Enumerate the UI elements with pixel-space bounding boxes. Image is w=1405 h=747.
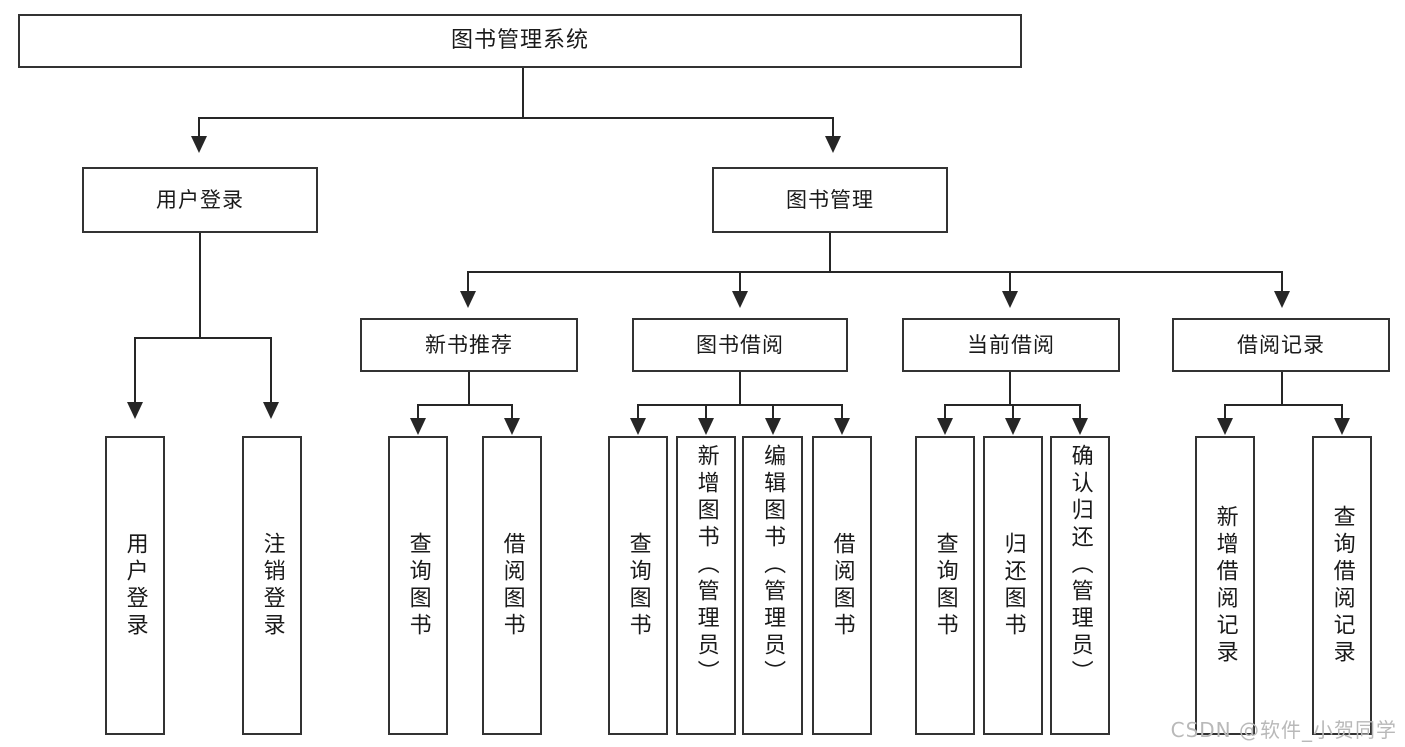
leaf-query-book-current[interactable]: 查询图书 [915,436,975,735]
connector-book-borrow-leaf1 [637,404,639,420]
arrow-current-borrow-leaf1 [937,418,953,435]
node-label: 新书推荐 [425,332,513,357]
leaf-label: 借阅图书 [829,531,855,640]
connector-current-borrow-stem [1009,372,1011,406]
connector-level1-bus [198,117,834,119]
connector-new-book-stem [468,372,470,406]
node-label: 图书管理系统 [450,28,589,54]
connector-book-borrow-leaf4 [841,404,843,420]
connector-to-book-borrow [739,271,741,293]
arrow-book-borrow-leaf4 [834,418,850,435]
arrow-to-new-book [460,291,476,308]
arrow-current-borrow-leaf2 [1005,418,1021,435]
watermark-text: CSDN @软件_小贺同学 [1170,718,1397,742]
connector-to-borrow-record [1281,271,1283,293]
leaf-label: 查询图书 [405,531,431,640]
arrow-current-borrow-leaf3 [1072,418,1088,435]
node-root-system[interactable]: 图书管理系统 [18,14,1022,68]
leaf-label: 查询图书 [625,531,651,640]
connector-user-login-leaf2 [270,337,272,405]
arrow-book-borrow-leaf1 [630,418,646,435]
arrow-new-book-leaf2 [504,418,520,435]
connector-book-borrow-bus [637,404,842,406]
leaf-confirm-return-admin[interactable]: 确认归还（管理员） [1050,436,1110,735]
arrow-user-login-leaf1 [127,402,143,419]
node-label: 图书管理 [786,187,874,212]
leaf-add-borrow-record[interactable]: 新增借阅记录 [1195,436,1255,735]
leaf-logout[interactable]: 注销登录 [242,436,302,735]
arrow-new-book-leaf1 [410,418,426,435]
leaf-label: 编辑图书（管理员） [760,444,786,687]
leaf-user-login[interactable]: 用户登录 [105,436,165,735]
arrow-to-current-borrow [1002,291,1018,308]
connector-book-borrow-leaf3 [772,404,774,420]
leaf-query-borrow-record[interactable]: 查询借阅记录 [1312,436,1372,735]
arrow-to-book-borrow [732,291,748,308]
connector-to-user-login [198,117,200,139]
connector-new-book-leaf2 [511,404,513,420]
arrow-book-borrow-leaf2 [698,418,714,435]
leaf-borrow-book[interactable]: 借阅图书 [812,436,872,735]
connector-current-borrow-leaf3 [1079,404,1081,420]
node-label: 借阅记录 [1237,332,1325,357]
connector-user-login-stem [199,233,201,338]
connector-root-stem [522,68,524,118]
connector-user-login-bus [134,337,272,339]
connector-book-borrow-leaf2 [705,404,707,420]
leaf-label: 归还图书 [1000,531,1026,640]
node-new-book-recommend[interactable]: 新书推荐 [360,318,578,372]
connector-borrow-record-leaf2 [1341,404,1343,420]
connector-new-book-leaf1 [417,404,419,420]
leaf-query-book-recommend[interactable]: 查询图书 [388,436,448,735]
node-user-login[interactable]: 用户登录 [82,167,318,233]
node-current-borrow[interactable]: 当前借阅 [902,318,1120,372]
leaf-label: 用户登录 [122,531,148,640]
leaf-label: 查询借阅记录 [1329,504,1355,667]
connector-new-book-bus [417,404,512,406]
leaf-return-book[interactable]: 归还图书 [983,436,1043,735]
connector-current-borrow-leaf2 [1012,404,1014,420]
arrow-borrow-record-leaf2 [1334,418,1350,435]
connector-to-new-book [467,271,469,293]
connector-borrow-record-leaf1 [1224,404,1226,420]
arrow-to-book-manage [825,136,841,153]
arrow-borrow-record-leaf1 [1217,418,1233,435]
node-borrow-record[interactable]: 借阅记录 [1172,318,1390,372]
leaf-label: 新增借阅记录 [1212,504,1238,667]
connector-current-borrow-leaf1 [944,404,946,420]
leaf-label: 查询图书 [932,531,958,640]
arrow-to-user-login [191,136,207,153]
leaf-label: 新增图书（管理员） [693,444,719,687]
leaf-add-book-admin[interactable]: 新增图书（管理员） [676,436,736,735]
node-label: 用户登录 [156,187,244,212]
leaf-label: 借阅图书 [499,531,525,640]
leaf-query-book-borrow[interactable]: 查询图书 [608,436,668,735]
leaf-label: 确认归还（管理员） [1067,444,1093,687]
leaf-edit-book-admin[interactable]: 编辑图书（管理员） [742,436,803,735]
node-label: 图书借阅 [696,332,784,357]
connector-user-login-leaf1 [134,337,136,405]
node-label: 当前借阅 [967,332,1055,357]
connector-borrow-record-bus [1224,404,1342,406]
node-book-management[interactable]: 图书管理 [712,167,948,233]
connector-borrow-record-stem [1281,372,1283,406]
node-book-borrow[interactable]: 图书借阅 [632,318,848,372]
leaf-label: 注销登录 [259,531,285,640]
arrow-to-borrow-record [1274,291,1290,308]
connector-to-current-borrow [1009,271,1011,293]
connector-book-borrow-stem [739,372,741,406]
leaf-borrow-book-recommend[interactable]: 借阅图书 [482,436,542,735]
connector-book-manage-stem [829,233,831,273]
connector-level3-bus [467,271,1283,273]
arrow-book-borrow-leaf3 [765,418,781,435]
arrow-user-login-leaf2 [263,402,279,419]
connector-to-book-manage [832,117,834,139]
